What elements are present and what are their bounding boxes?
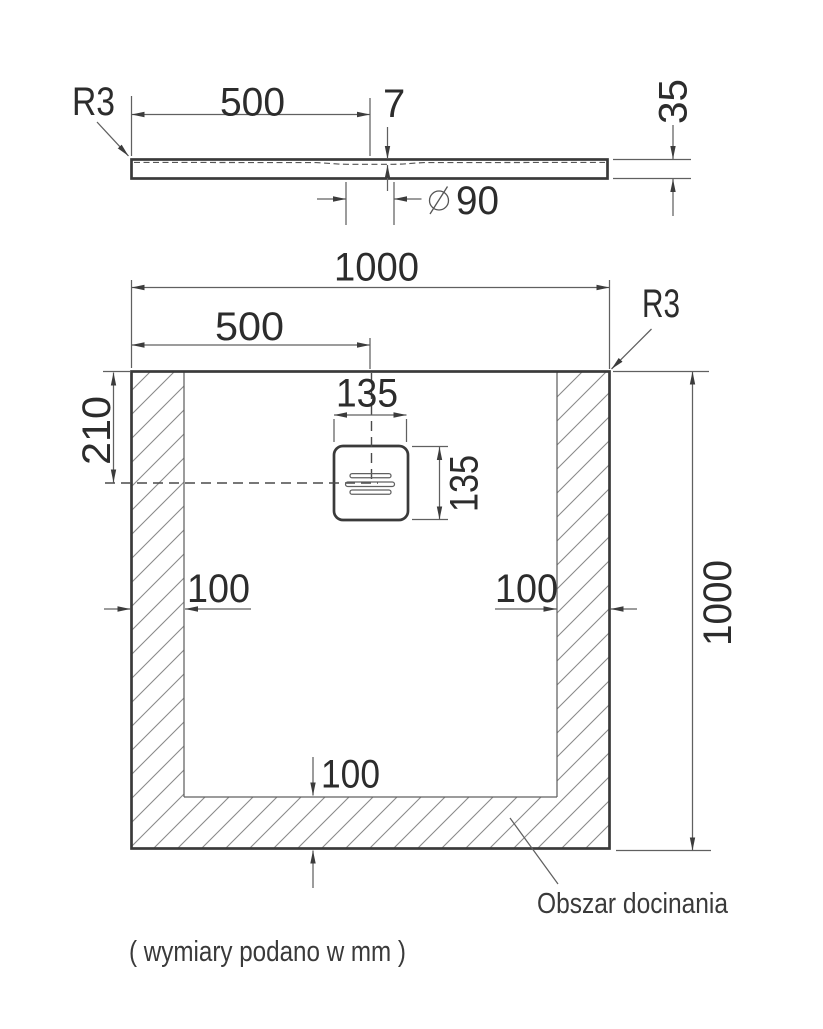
svg-text:1000: 1000 bbox=[334, 246, 419, 290]
svg-text:1000: 1000 bbox=[696, 560, 740, 646]
svg-text:100: 100 bbox=[495, 567, 558, 611]
svg-text:100: 100 bbox=[187, 567, 250, 611]
svg-text:90: 90 bbox=[456, 179, 499, 223]
svg-text:500: 500 bbox=[220, 81, 285, 125]
svg-text:100: 100 bbox=[321, 753, 380, 797]
svg-text:35: 35 bbox=[652, 79, 696, 124]
svg-text:( wymiary podano w mm ): ( wymiary podano w mm ) bbox=[129, 936, 406, 968]
svg-text:R3: R3 bbox=[642, 282, 680, 326]
svg-text:135: 135 bbox=[336, 372, 398, 416]
svg-text:135: 135 bbox=[443, 455, 487, 512]
svg-text:7: 7 bbox=[383, 82, 405, 126]
svg-text:Obszar docinania: Obszar docinania bbox=[537, 888, 729, 920]
svg-text:R3: R3 bbox=[72, 80, 115, 124]
svg-text:210: 210 bbox=[75, 396, 119, 465]
svg-text:500: 500 bbox=[215, 305, 284, 349]
